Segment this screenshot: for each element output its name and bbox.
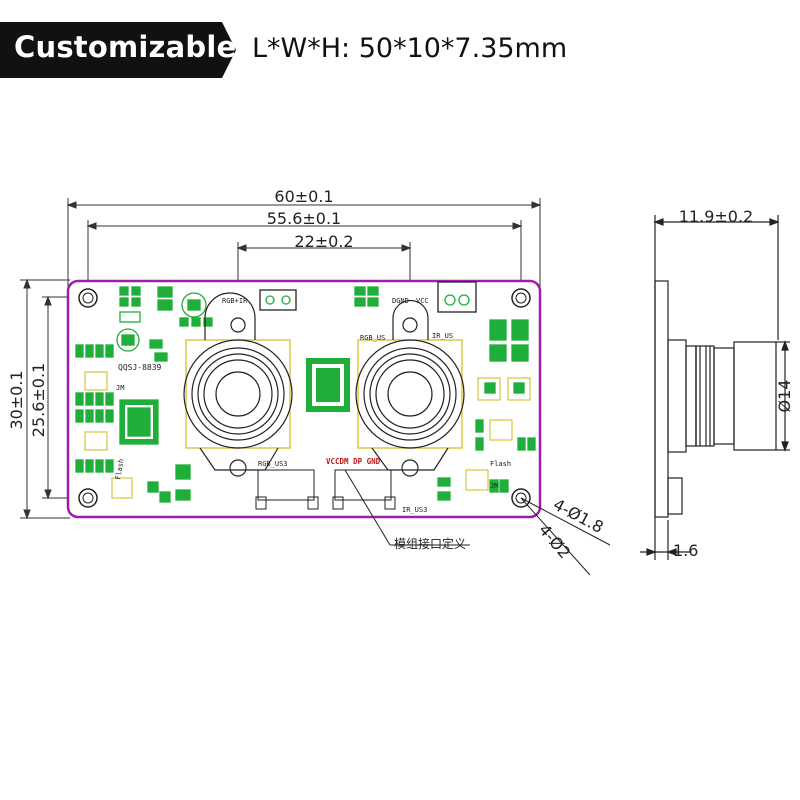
callout-leader xyxy=(344,469,470,546)
pcb-label-flash-right: Flash xyxy=(490,460,511,468)
dim-board-thickness-label: 1.6 xyxy=(673,541,698,560)
hole-leaders xyxy=(520,497,611,576)
dim-hole-spacing-height-label: 25.6±0.1 xyxy=(29,363,48,437)
mounting-hole-top-right xyxy=(511,288,531,308)
customizable-badge: Customizable xyxy=(0,22,236,78)
dim-lens-diameter-label: Ø14 xyxy=(775,380,794,413)
pcb-label-dgnd: DGND xyxy=(392,297,409,305)
dimensions-label: L*W*H: 50*10*7.35mm xyxy=(252,33,568,64)
lens-left xyxy=(183,292,293,477)
center-chip xyxy=(306,358,350,412)
left-components xyxy=(75,286,213,503)
dim-side-depth-label: 11.9±0.2 xyxy=(679,207,753,226)
pcb-board: RGB+IR DGND VCC QQSJ-8839 RGB_US IR_US F… xyxy=(66,279,542,519)
dim-hole-spacing-width-label: 55.6±0.1 xyxy=(267,209,341,228)
pcb-label-flash-left: Flash xyxy=(114,458,126,480)
dim-lens-spacing-label: 22±0.2 xyxy=(294,232,353,251)
pcb-label-board-id: QQSJ-8839 xyxy=(118,363,162,372)
mounting-hole-top-left xyxy=(78,288,98,308)
pcb-label-rgb-us3: RGB_US3 xyxy=(258,460,288,468)
pcb-label-rgb-ir: RGB+IR xyxy=(222,297,248,305)
callout-interface-label: 模组接口定义 xyxy=(394,536,466,551)
dim-overall-width-label: 60±0.1 xyxy=(274,187,333,206)
dim-hole-spacing-width xyxy=(86,220,523,290)
badge-label: Customizable xyxy=(14,30,237,64)
pcb-label-ir-us3: IR_US3 xyxy=(402,506,427,514)
mounting-hole-bottom-right xyxy=(511,488,531,508)
pcb-label-ir-us: IR_US xyxy=(432,332,453,340)
pcb-label-rgb-us: RGB_US xyxy=(360,334,385,342)
side-view xyxy=(640,215,790,560)
pcb-label-pins: VCCDM DP GND xyxy=(326,457,381,466)
right-components xyxy=(259,281,536,501)
hole-large-label: 4-Ø2 xyxy=(535,520,574,562)
pcb-label-jm-right: JM xyxy=(490,482,498,490)
lens-right xyxy=(355,299,465,477)
header-bar: Customizable L*W*H: 50*10*7.35mm xyxy=(0,22,800,78)
badge-shape xyxy=(0,22,236,78)
dim-overall-height-label: 30±0.1 xyxy=(7,370,26,429)
dim-overall-width xyxy=(66,198,542,290)
mounting-hole-bottom-left xyxy=(78,488,98,508)
dim-overall-height xyxy=(20,278,70,520)
pcb-label-jm-left: JM xyxy=(116,384,124,392)
pcb-label-vcc: VCC xyxy=(416,297,429,305)
